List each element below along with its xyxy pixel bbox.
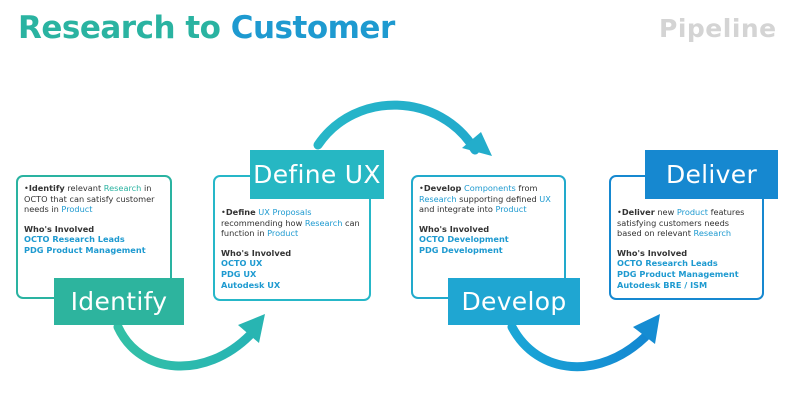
whos-involved-heading: Who's Involved xyxy=(221,247,292,258)
arrow-identify-to-define xyxy=(113,322,255,371)
desc-run: Product xyxy=(267,228,299,239)
arrowhead-identify-to-define xyxy=(238,314,265,343)
stage-desc: •Define UX Proposals recommending how Re… xyxy=(221,207,363,239)
desc-run: Product xyxy=(676,207,708,217)
desc-run: • xyxy=(617,207,622,217)
involved-item: Autodesk UX xyxy=(221,279,281,290)
involved-item: OCTO UX xyxy=(221,258,263,269)
stage-label-define-ux: Define UX xyxy=(250,150,384,199)
desc-run: supporting defined xyxy=(456,193,540,204)
desc-run: • xyxy=(221,207,226,217)
involved-item: PDG Development xyxy=(419,244,503,255)
whos-involved-heading: Who's Involved xyxy=(24,223,95,234)
desc-run: Develop xyxy=(423,183,462,193)
arrow-develop-to-deliver xyxy=(507,322,650,372)
desc-run: Identify xyxy=(28,183,65,193)
desc-run: UX xyxy=(539,193,551,204)
whos-involved-heading: Who's Involved xyxy=(617,247,688,258)
stage-desc: •Develop Components from Research suppor… xyxy=(419,183,558,215)
desc-run: Research xyxy=(693,228,732,239)
desc-run: can function in xyxy=(221,217,360,239)
desc-run: in OCTO that can satisfy customer needs … xyxy=(24,183,155,215)
desc-run: and integrate into xyxy=(419,204,496,215)
desc-run: Deliver xyxy=(621,207,655,217)
stage-label-develop: Develop xyxy=(448,278,580,325)
desc-run: • xyxy=(419,183,424,193)
desc-run: Research xyxy=(103,183,142,193)
involved-item: OCTO Research Leads xyxy=(24,234,125,245)
arrowhead-develop-to-deliver xyxy=(633,314,660,344)
arrow-define-to-develop xyxy=(313,100,480,155)
involved-item: Autodesk BRE / ISM xyxy=(617,279,708,290)
stage-desc: •Identify relevant Research in OCTO that… xyxy=(24,183,164,215)
desc-run: recommending how xyxy=(221,217,305,228)
desc-run: Product xyxy=(495,204,527,215)
desc-run: Define xyxy=(225,207,256,217)
involved-item: PDG Product Management xyxy=(617,268,739,279)
desc-run: • xyxy=(24,183,29,193)
stage-label-identify: Identify xyxy=(54,278,184,325)
whos-involved-heading: Who's Involved xyxy=(419,223,490,234)
desc-run: Research xyxy=(419,193,457,204)
title-part-research: Research to xyxy=(18,10,221,46)
arrowhead-define-to-develop xyxy=(462,132,492,156)
desc-run: UX Proposals xyxy=(258,207,312,217)
desc-run: from xyxy=(515,183,538,193)
desc-run: Product xyxy=(61,204,93,215)
desc-run: features satisfying customers needs base… xyxy=(617,207,745,239)
involved-item: PDG Product Management xyxy=(24,244,146,255)
title-part-customer: Customer xyxy=(230,10,396,46)
stage-desc: •Deliver new Product features satisfying… xyxy=(617,207,756,239)
desc-run: new xyxy=(654,207,677,217)
involved-item: PDG UX xyxy=(221,268,257,279)
desc-run: Components xyxy=(464,183,516,193)
pipeline-label: Pipeline xyxy=(659,14,777,43)
involved-item: OCTO Research Leads xyxy=(617,258,718,269)
desc-run: Research xyxy=(304,217,343,228)
desc-run: relevant xyxy=(64,183,104,193)
page-title: Research to Customer xyxy=(18,10,395,46)
stage-label-deliver: Deliver xyxy=(645,150,778,199)
involved-item: OCTO Development xyxy=(419,234,509,245)
